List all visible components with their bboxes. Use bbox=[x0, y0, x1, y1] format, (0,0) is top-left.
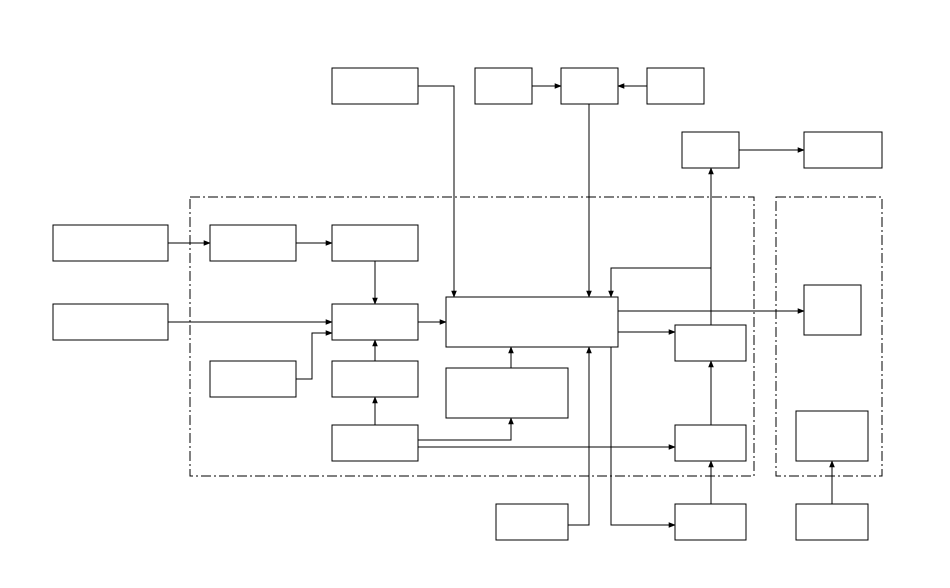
side-system-region bbox=[775, 196, 883, 477]
side-input-block bbox=[209, 360, 297, 398]
top-left-block bbox=[331, 67, 419, 105]
bottom-feed-block bbox=[495, 503, 569, 541]
external-input-block-2 bbox=[52, 303, 169, 341]
input-processing-block bbox=[209, 224, 297, 262]
central-processor-block bbox=[445, 296, 619, 348]
combiner-block bbox=[331, 303, 419, 341]
output-block-upper bbox=[681, 131, 740, 169]
connector-side-input-to-combiner bbox=[296, 330, 333, 380]
source-block bbox=[331, 424, 419, 462]
bottom-right-block-1 bbox=[674, 503, 747, 541]
bottom-right-block-2 bbox=[795, 503, 869, 541]
support-block bbox=[445, 367, 569, 419]
top-small-block-b bbox=[646, 67, 705, 105]
right-lower-block bbox=[674, 424, 747, 462]
connector-feedback-to-central bbox=[608, 267, 711, 298]
external-input-block-1 bbox=[52, 224, 169, 262]
output-block-right bbox=[803, 131, 883, 169]
far-right-block bbox=[803, 284, 862, 336]
connector-top-left-to-central bbox=[418, 85, 457, 298]
connector-source-to-support bbox=[418, 417, 514, 441]
signal-block-upper bbox=[331, 224, 419, 262]
right-upper-block bbox=[674, 324, 747, 362]
intermediate-block bbox=[331, 360, 419, 398]
top-center-block bbox=[560, 67, 619, 105]
far-right-lower-block bbox=[795, 410, 869, 462]
top-small-block-a bbox=[474, 67, 533, 105]
connector-bottom-feed-to-central bbox=[568, 346, 592, 526]
main-system-region bbox=[189, 196, 755, 477]
connector-central-to-bottom-right1 bbox=[610, 347, 676, 528]
